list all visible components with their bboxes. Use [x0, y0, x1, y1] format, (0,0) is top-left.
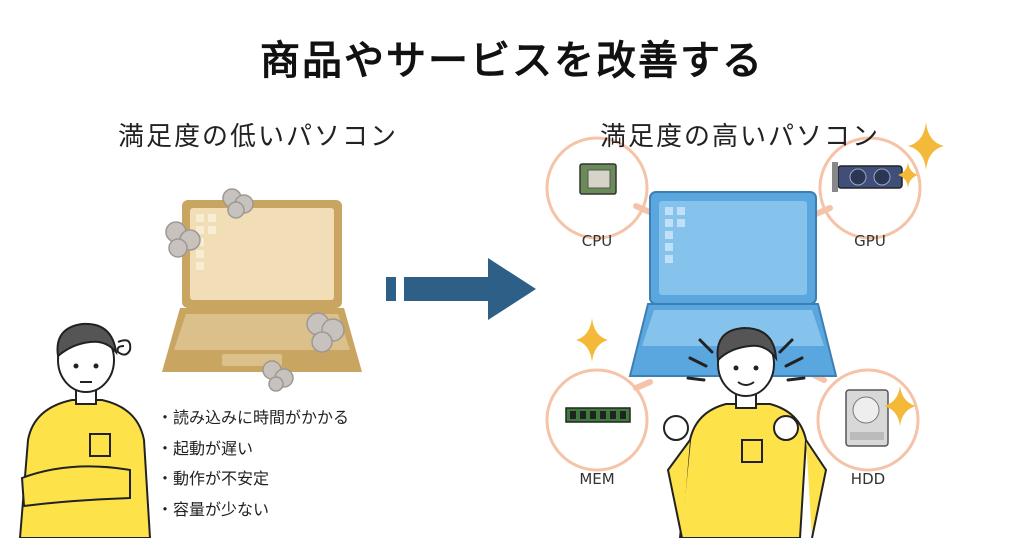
cpu-icon: [579, 163, 617, 195]
sparkle-icon: [576, 122, 944, 426]
cpu-label: CPU: [581, 232, 613, 250]
happy-person: [663, 326, 828, 538]
hdd-icon: [845, 389, 889, 447]
list-item: ・動作が不安定: [157, 469, 270, 488]
hair: [56, 322, 118, 358]
excitement-lines: [686, 338, 806, 382]
new-laptop-desktop-icons: [665, 207, 685, 263]
smoke-icon: [165, 188, 345, 392]
list-item: ・読み込みに時間がかかる: [157, 408, 350, 427]
left-fist: [663, 415, 689, 441]
shirt-pocket: [89, 433, 111, 457]
issue-list: ・読み込みに時間がかかる ・起動が遅い ・動作が不安定 ・容量が少ない: [157, 403, 349, 525]
high-satisfaction-heading: 満足度の高いパソコン: [600, 122, 881, 152]
new-laptop-keyboard: [642, 310, 824, 346]
crossed-arms: [20, 465, 131, 508]
gpu-icon: [832, 162, 903, 192]
low-satisfaction-heading: 満足度の低いパソコン: [118, 122, 399, 152]
happy-person-shirt: [678, 403, 808, 538]
confusion-icon: [116, 339, 132, 356]
shirt-pocket: [741, 439, 763, 463]
hdd-label: HDD: [850, 470, 886, 488]
new-laptop-screen: [659, 201, 807, 295]
page-title: 商品やサービスを改善する: [260, 38, 764, 84]
hair: [716, 326, 778, 363]
list-item: ・起動が遅い: [157, 438, 254, 458]
right-fist: [773, 415, 799, 441]
transition-arrow: [386, 258, 536, 320]
list-item: ・容量が少ない: [157, 499, 270, 519]
old-laptop: [162, 188, 362, 392]
mem-label: MEM: [579, 470, 615, 488]
memory-icon: [565, 407, 631, 423]
old-laptop-keyboard: [174, 314, 350, 350]
old-laptop-screen: [190, 208, 334, 300]
gpu-label: GPU: [854, 232, 886, 250]
troubled-person: [18, 322, 152, 538]
